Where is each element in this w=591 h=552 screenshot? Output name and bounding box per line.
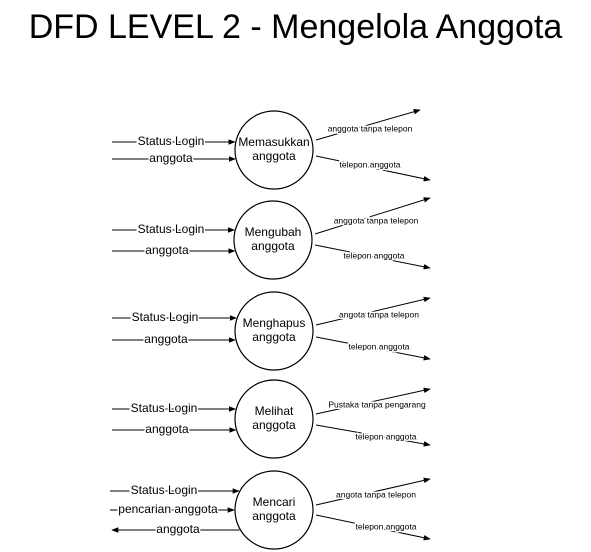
process-name: anggota <box>252 330 296 344</box>
flow-label: Status Login <box>131 483 198 497</box>
flow-label: anggota <box>156 522 200 536</box>
flow-line-out <box>315 336 431 361</box>
output-label: angota tanpa telepon <box>336 489 416 499</box>
output-label: anggota tanpa telepon <box>328 123 413 133</box>
output-label: telepon anggota <box>356 521 417 531</box>
flow-line-out <box>315 296 431 326</box>
process-name: Melihat <box>255 404 294 418</box>
output-label: telepon anggota <box>349 341 410 351</box>
flow-line-out <box>315 109 421 141</box>
process-2: Status LoginanggotaMengubahanggotaanggot… <box>112 197 431 280</box>
process-circle <box>234 470 314 550</box>
output-label: telepon anggota <box>356 431 417 441</box>
flow-line-out <box>314 197 431 235</box>
flow-line-out <box>315 387 431 415</box>
flow-line-out <box>314 244 431 270</box>
flow-label: anggota <box>144 332 188 346</box>
flow-label: anggota <box>145 422 189 436</box>
process-name: Memasukkan <box>238 135 309 149</box>
flow-label: Status Login <box>132 310 199 324</box>
process-name: anggota <box>252 509 296 523</box>
process-circle <box>234 291 314 371</box>
flow-label: Status Login <box>138 222 205 236</box>
flow-label: anggota <box>145 243 189 257</box>
flow-label: Status Login <box>138 134 205 148</box>
process-name: anggota <box>251 239 295 253</box>
output-label: telepon anggota <box>344 250 405 260</box>
flow-label: anggota <box>149 151 193 165</box>
process-name: anggota <box>252 149 296 163</box>
output-label: Pustaka tanpa pengarang <box>328 399 426 409</box>
process-circle <box>234 110 314 190</box>
output-label: angota tanpa telepon <box>339 309 419 319</box>
process-3: Status LoginanggotaMenghapusanggotaangot… <box>112 291 431 371</box>
output-label: anggota tanpa telepon <box>334 215 419 225</box>
process-name: Mengubah <box>245 225 302 239</box>
flow-line-out <box>315 477 431 506</box>
process-name: Menghapus <box>243 316 306 330</box>
process-name: anggota <box>252 418 296 432</box>
page-title: DFD LEVEL 2 - Mengelola Anggota <box>28 8 563 46</box>
process-circle <box>233 200 313 280</box>
process-1: Status LoginanggotaMemasukkananggotaangg… <box>112 109 431 190</box>
flow-line-out <box>315 424 431 447</box>
flow-label: Status Login <box>131 401 198 415</box>
flow-line-out <box>315 155 431 182</box>
process-name: Mencari <box>253 495 296 509</box>
flow-label: pencarian anggota <box>118 502 218 516</box>
flow-line-out <box>315 514 431 541</box>
process-circle <box>234 379 314 459</box>
process-4: Status LoginanggotaMelihatanggotaPustaka… <box>112 379 431 459</box>
output-label: telepon anggota <box>340 159 401 169</box>
